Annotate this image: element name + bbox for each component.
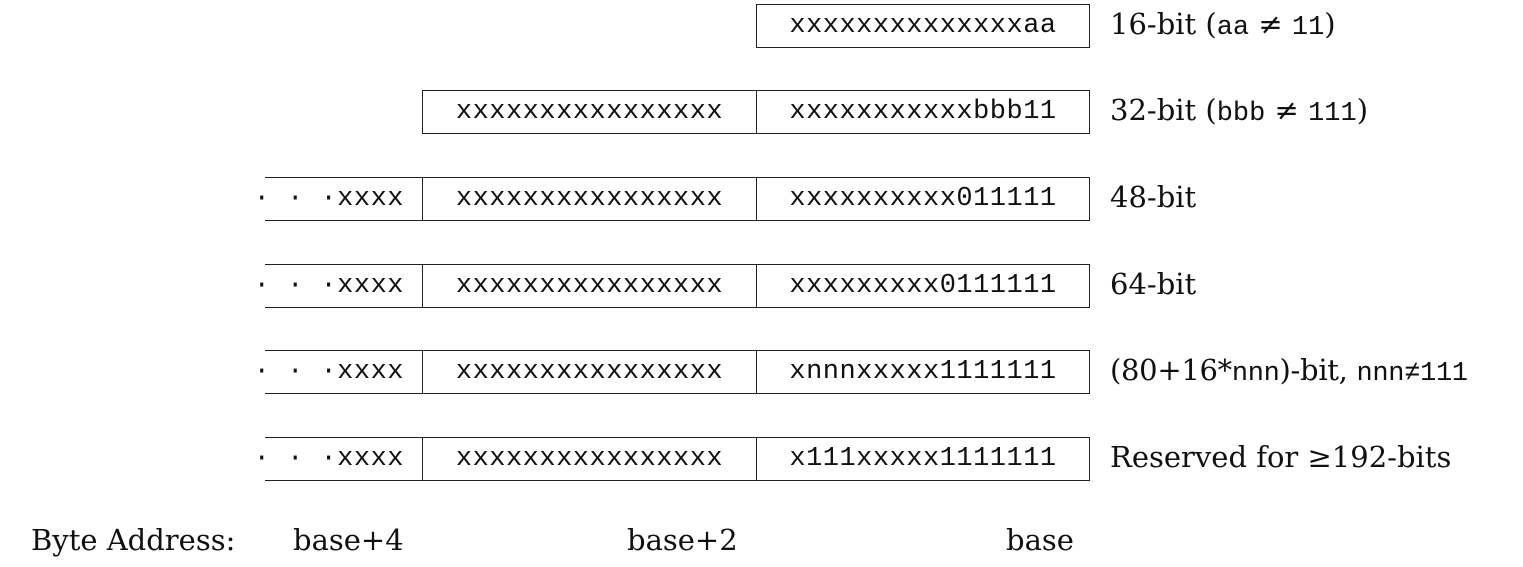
row-label-32bit: 32-bit (bbb ≠ 111) (1110, 93, 1369, 129)
address-base: base (1006, 523, 1074, 557)
parcel-base-plus-4: · · ·xxxx (254, 350, 422, 394)
parcel-base-plus-4: · · ·xxxx (254, 437, 422, 481)
parcel-base: xxxxxxxxxxxbbb11 (756, 90, 1090, 134)
parcel-base: xxxxxxxxxx011111 (756, 177, 1090, 221)
row-label-reserved: Reserved for ≥192-bits (1110, 440, 1452, 474)
row-label-48bit: 48-bit (1110, 180, 1197, 214)
parcel-base-plus-2: xxxxxxxxxxxxxxxx (422, 437, 756, 481)
row-label-16bit: 16-bit (aa ≠ 11) (1110, 7, 1336, 43)
row-label-variable: (80+16*nnn)-bit, nnn≠111 (1110, 353, 1468, 389)
parcel-base-plus-2: xxxxxxxxxxxxxxxx (422, 90, 756, 134)
parcel-base: xxxxxxxxx0111111 (756, 264, 1090, 308)
parcel-base-plus-4: · · ·xxxx (254, 177, 422, 221)
parcel-base-plus-2: xxxxxxxxxxxxxxxx (422, 264, 756, 308)
byte-address-title: Byte Address: (31, 523, 236, 557)
row-label-64bit: 64-bit (1110, 267, 1197, 301)
parcel-base-plus-4: · · ·xxxx (254, 264, 422, 308)
parcel-base: xxxxxxxxxxxxxxaa (756, 4, 1090, 48)
parcel-base-plus-2: xxxxxxxxxxxxxxxx (422, 350, 756, 394)
address-base-plus-2: base+2 (627, 523, 738, 557)
parcel-base-plus-2: xxxxxxxxxxxxxxxx (422, 177, 756, 221)
address-base-plus-4: base+4 (293, 523, 404, 557)
parcel-base: xnnnxxxxx1111111 (756, 350, 1090, 394)
parcel-base: x111xxxxx1111111 (756, 437, 1090, 481)
